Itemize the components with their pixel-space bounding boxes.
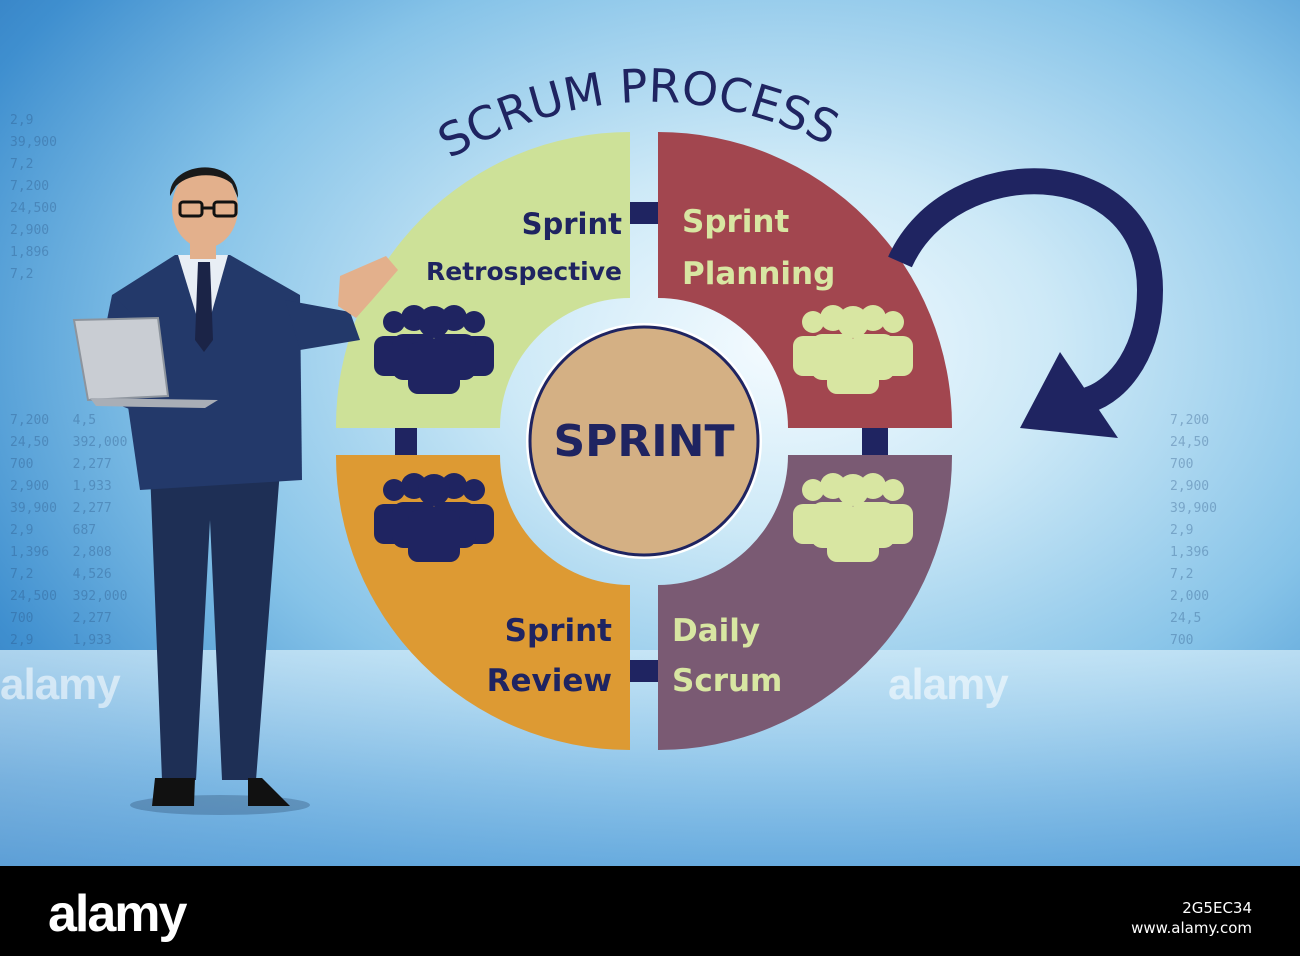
connector-left [395,428,417,455]
background-scene: 2,9 39,900 7,2 7,200 24,500 2,900 1,896 … [0,0,1300,866]
diagram-title: SCRUM PROCESS [429,58,847,168]
businessman-figure [72,167,398,815]
watermark-left: alamy [0,660,121,709]
label-daily-line1: Daily [672,613,760,649]
background-numbers-right: 7,200 24,50 700 2,900 39,900 2,9 1,396 7… [1170,413,1217,648]
footer-bar [0,866,1300,956]
background-numbers-left-lower: 7,200 4,5 24,50 392,000 700 2,277 2,900 … [10,413,128,648]
label-planning-line2: Planning [682,256,835,292]
footer-image-info: 2G5EC34 www.alamy.com [1131,898,1252,938]
scrum-process-diagram: SCRUM PROCESS SPRINT Sprint Retrospectiv… [72,58,1164,815]
label-review-line2: Review [487,663,612,699]
watermark-right: alamy [888,660,1009,709]
footer-brand-logo: alamy [48,885,187,943]
center-label: SPRINT [553,416,734,467]
label-retrospective-line1: Sprint [522,207,623,241]
label-retrospective-line2: Retrospective [426,257,622,286]
connector-bottom [630,660,658,682]
label-planning-line1: Sprint [682,204,790,240]
label-review-line1: Sprint [505,613,613,649]
footer-image-id: 2G5EC34 [1182,899,1252,917]
connector-top [630,202,658,224]
connector-right [862,428,888,455]
label-daily-line2: Scrum [672,663,782,699]
cycle-arrow-icon [888,168,1164,438]
footer-site: www.alamy.com [1131,919,1252,937]
center-circle [528,325,760,557]
reflective-floor [0,650,1300,866]
background-numbers-left: 2,9 39,900 7,2 7,200 24,500 2,900 1,896 … [10,113,57,282]
